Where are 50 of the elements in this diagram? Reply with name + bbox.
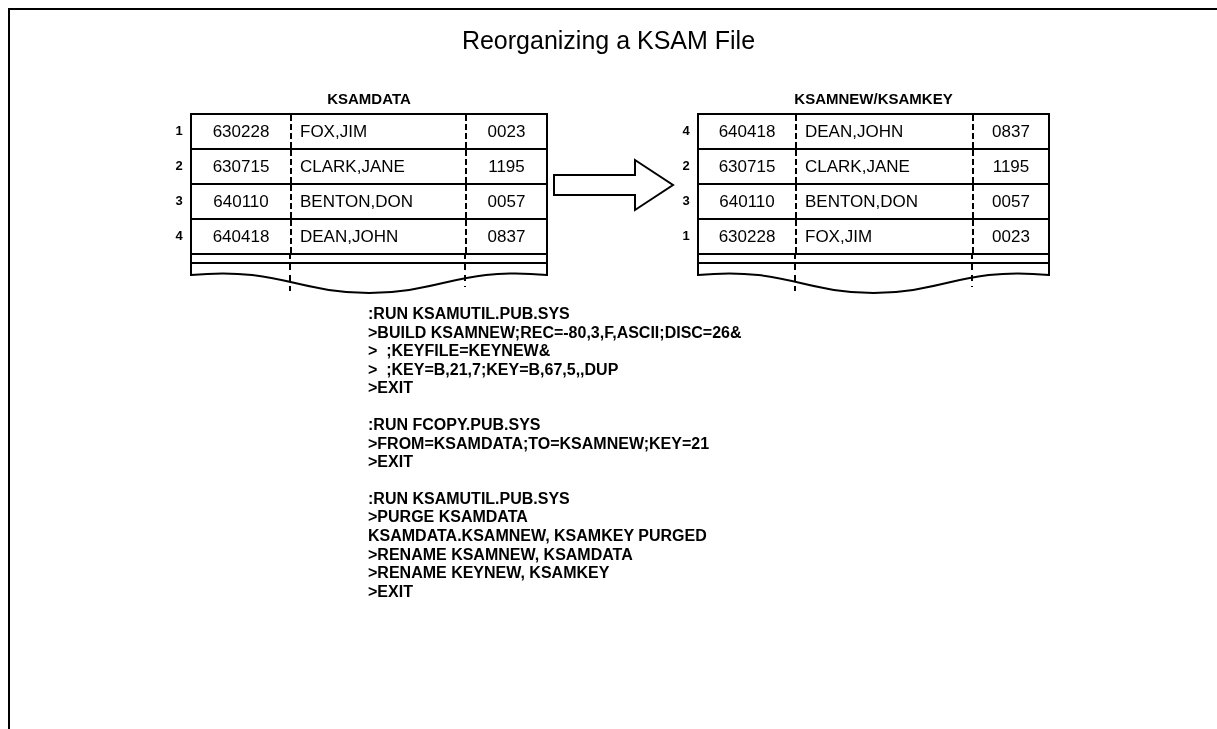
record-code: 1195 [972, 150, 1048, 183]
code-line: >BUILD KSAMNEW;REC=-80,3,F,ASCII;DISC=26& [368, 323, 742, 343]
record-code: 0057 [972, 185, 1048, 218]
code-line: >RENAME KSAMNEW, KSAMDATA [368, 545, 634, 565]
record-code: 0837 [972, 115, 1048, 148]
code-line: > ;KEYFILE=KEYNEW& [368, 342, 552, 361]
file-name-heading: KSAMNEW/KSAMKEY [793, 90, 954, 107]
code-line: >PURGE KSAMDATA [368, 508, 529, 527]
record-code: 0023 [465, 115, 546, 148]
record-name: BENTON,DON [290, 185, 465, 218]
record-name: CLARK,JANE [290, 150, 465, 183]
row-number: 4 [681, 122, 691, 140]
record-code: 0837 [465, 220, 546, 253]
record-code: 0023 [972, 220, 1048, 253]
row-number: 3 [681, 192, 691, 210]
row-number: 1 [681, 227, 691, 245]
record-name: BENTON,DON [795, 185, 972, 218]
record-name: DEAN,JOHN [290, 220, 465, 253]
code-line: :RUN KSAMUTIL.PUB.SYS [368, 305, 571, 324]
record-key: 640110 [699, 185, 795, 218]
block-arrow [553, 158, 675, 212]
record-key: 630228 [699, 220, 795, 253]
record-name: CLARK,JANE [795, 150, 972, 183]
code-line: >RENAME KEYNEW, KSAMKEY [368, 564, 611, 583]
row-number: 2 [681, 157, 691, 175]
code-line: >FROM=KSAMDATA;TO=KSAMNEW;KEY=21 [368, 434, 711, 454]
record-name: DEAN,JOHN [795, 115, 972, 148]
row-number: 2 [174, 157, 184, 175]
record-code: 1195 [465, 150, 546, 183]
record-key: 640418 [699, 115, 795, 148]
code-line: KSAMDATA.KSAMNEW, KSAMKEY PURGED [368, 526, 708, 546]
record-code: 0057 [465, 185, 546, 218]
code-line: :RUN KSAMUTIL.PUB.SYS [368, 489, 571, 509]
diagram-title: Reorganizing a KSAM File [460, 26, 757, 55]
record-key: 630715 [192, 150, 290, 183]
code-line: >EXIT [368, 379, 414, 398]
code-line: >EXIT [368, 582, 414, 602]
record-key: 640418 [192, 220, 290, 253]
record-name: FOX,JIM [795, 220, 972, 253]
record-key: 640110 [192, 185, 290, 218]
row-number: 4 [174, 227, 184, 245]
row-number: 1 [174, 122, 184, 140]
code-line: > ;KEY=B,21,7;KEY=B,67,5,,DUP [368, 360, 620, 380]
code-line: >EXIT [368, 453, 414, 472]
code-line: :RUN FCOPY.PUB.SYS [368, 415, 542, 435]
record-key: 630228 [192, 115, 290, 148]
file-name-heading: KSAMDATA [326, 90, 412, 107]
row-number: 3 [174, 192, 184, 210]
record-key: 630715 [699, 150, 795, 183]
record-name: FOX,JIM [290, 115, 465, 148]
